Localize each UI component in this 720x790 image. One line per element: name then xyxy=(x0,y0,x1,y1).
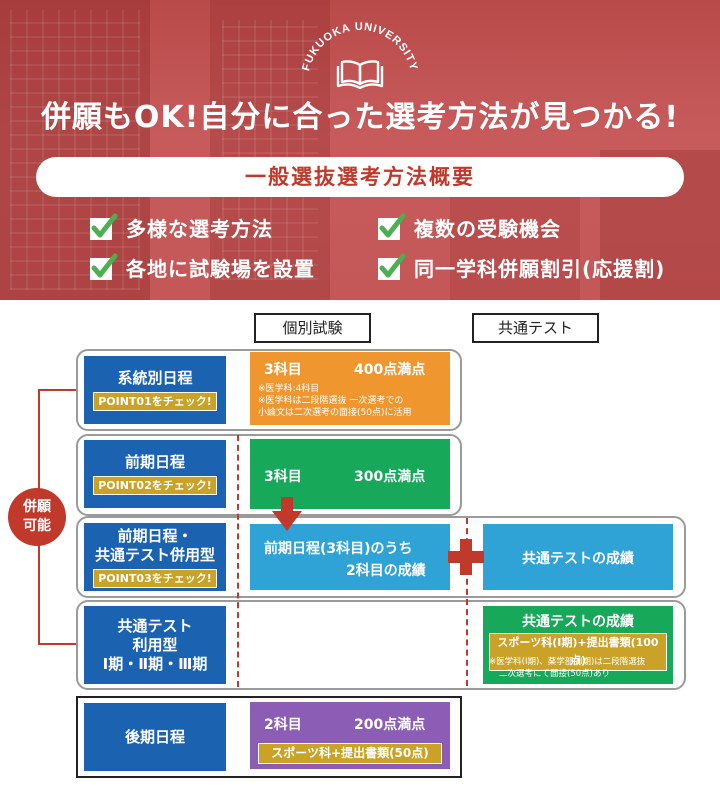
cell-line: 2科目の成績 xyxy=(346,563,426,579)
feature-label: 多様な選考方法 xyxy=(126,216,273,241)
column-header-common: 共通テスト xyxy=(472,313,599,343)
feature-label: 同一学科併願割引(応援割) xyxy=(414,256,666,281)
exam-cell-keitoubetsu: 3科目 400点満点 ※医学科:4科目 ※医学科は二段階選抜 一次選考での 小論… xyxy=(250,352,450,425)
schedule-label: 前期日程 xyxy=(124,453,185,471)
subject-count: 3科目 xyxy=(264,362,302,378)
cell-line: 共通テストの成績 xyxy=(522,551,634,567)
check-icon xyxy=(378,253,406,280)
concurrent-label-line2: 可能 xyxy=(23,518,51,534)
feature-item: 複数の受験機会 xyxy=(376,212,561,242)
point-link[interactable]: POINT01をチェック! xyxy=(93,392,217,411)
common-test-cell: 共通テストの成績 xyxy=(483,524,673,590)
score-total: 400点満点 xyxy=(354,362,426,378)
point-link[interactable]: POINT02をチェック! xyxy=(93,476,217,495)
schedule-keitoubetsu: 系統別日程 POINT01をチェック! xyxy=(84,356,226,424)
schedule-zenki-heiyou: 前期日程・ 共通テスト併用型 POINT03をチェック! xyxy=(84,523,226,591)
concurrent-label: 併願 可能 xyxy=(8,488,66,546)
subject-count: 2科目 xyxy=(264,717,302,733)
building-silhouette xyxy=(450,190,580,300)
arrow-down-icon xyxy=(272,497,302,531)
divider-line xyxy=(237,435,239,687)
feature-item: 各地に試験場を設置 xyxy=(88,252,315,282)
note-line: 二次選考にて面接(50点)あり xyxy=(499,669,610,679)
feature-label: 複数の受験機会 xyxy=(414,216,561,241)
schedule-label: 共通テスト併用型 xyxy=(94,545,215,564)
building-windows xyxy=(10,10,140,290)
divider-line xyxy=(466,518,468,686)
feature-item: 多様な選考方法 xyxy=(88,212,273,242)
score-total: 200点満点 xyxy=(354,717,426,733)
check-icon xyxy=(90,253,118,280)
hero-title: 併願もOK!自分に合った選考方法が見つかる! xyxy=(40,100,680,135)
hero-banner: FUKUOKA UNIVERSITY 併願もOK!自分に合った選考方法が見つかる… xyxy=(0,0,720,300)
exam-cell-zenki-heiyou: 前期日程(3科目)のうち 2科目の成績 xyxy=(250,524,450,590)
schedule-label: 後期日程 xyxy=(124,727,185,746)
building-silhouette xyxy=(0,0,150,300)
note-line: ※医学科:4科目 xyxy=(258,384,320,394)
sports-bar: スポーツ科(Ⅰ期)+提出書類(100点) xyxy=(489,633,667,671)
building-silhouette xyxy=(210,0,330,300)
cell-line: 前期日程(3科目)のうち xyxy=(264,541,413,557)
note-line: ※医学科は二段階選抜 一次選考での xyxy=(258,396,404,406)
common-test-cell-riyou: 共通テストの成績 スポーツ科(Ⅰ期)+提出書類(100点) ※医学科(Ⅰ期)、薬… xyxy=(483,606,673,684)
building-windows xyxy=(222,20,318,280)
concurrent-label-line1: 併願 xyxy=(23,499,51,515)
feature-item: 同一学科併願割引(応援割) xyxy=(376,252,665,282)
exam-cell-kouki: 2科目 200点満点 スポーツ科+提出書類(50点) xyxy=(250,702,450,769)
schedule-label: 利用型 xyxy=(132,635,178,654)
cell-title: 共通テストの成績 xyxy=(522,614,634,630)
schedule-label: 前期日程・ xyxy=(117,526,193,545)
section-title: 一般選抜選考方法概要 xyxy=(36,157,684,197)
schedule-label: 系統別日程 xyxy=(117,369,193,387)
note-line: 小論文は二次選考の面接(50点)に活用 xyxy=(258,408,412,418)
schedule-zenki: 前期日程 POINT02をチェック! xyxy=(84,440,226,508)
feature-label: 各地に試験場を設置 xyxy=(126,256,315,281)
check-icon xyxy=(90,213,118,240)
schedule-label: Ⅰ期・Ⅱ期・Ⅲ期 xyxy=(102,654,208,673)
schedule-kyoutsu-riyou: 共通テスト 利用型 Ⅰ期・Ⅱ期・Ⅲ期 xyxy=(84,606,226,684)
check-icon xyxy=(378,213,406,240)
sports-bar: スポーツ科+提出書類(50点) xyxy=(258,743,442,764)
schedule-kouki: 後期日程 xyxy=(84,703,226,771)
column-header-individual: 個別試験 xyxy=(254,313,371,343)
subject-count: 3科目 xyxy=(264,469,302,485)
book-icon xyxy=(336,60,384,90)
plus-icon xyxy=(448,539,484,575)
note-line: ※医学科(Ⅰ期)、薬学部(Ⅲ期)は二段階選抜 xyxy=(489,657,646,667)
university-logo: FUKUOKA UNIVERSITY xyxy=(300,21,419,90)
schedule-label: 共通テスト xyxy=(117,616,193,635)
score-total: 300点満点 xyxy=(354,469,426,485)
point-link[interactable]: POINT03をチェック! xyxy=(93,568,217,588)
